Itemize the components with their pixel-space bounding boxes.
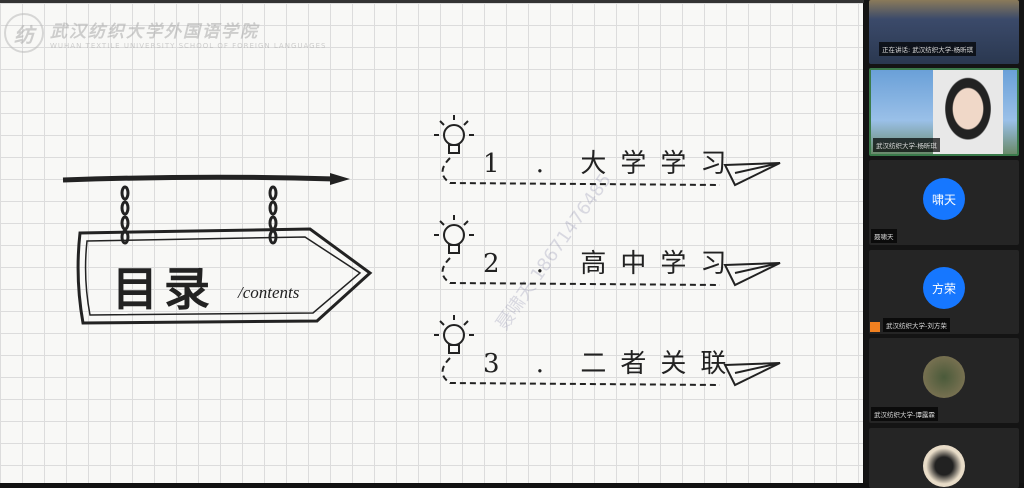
toc-item-1[interactable]: 1 . 大学学习	[430, 113, 790, 193]
signpost-illustration	[62, 173, 373, 325]
participant-name: 聂啸天	[871, 229, 897, 243]
avatar: 方荣	[923, 267, 965, 309]
toc-item-label: 2 . 高中学习	[483, 249, 741, 279]
participant-tile[interactable]: 武汉纺织大学-谭露霖	[869, 338, 1019, 423]
presentation-slide: 纺 武汉纺织大学外国语学院 WUHAN TEXTILE UNIVERSITY S…	[0, 3, 863, 483]
participant-tile[interactable]	[869, 428, 1019, 488]
avatar-photo	[923, 356, 965, 398]
top-bar	[0, 0, 864, 3]
toc-item-label: 1 . 大学学习	[483, 149, 741, 179]
participant-tile[interactable]: 方荣 武汉纺织大学-刘方荣	[869, 250, 1019, 334]
lightbulb-icon	[434, 215, 781, 287]
participant-name: 武汉纺织大学-杨昕琪	[873, 138, 940, 152]
logo-cn-text: 武汉纺织大学外国语学院	[50, 21, 259, 42]
lightbulb-icon	[434, 115, 781, 187]
university-logo: 纺 武汉纺织大学外国语学院 WUHAN TEXTILE UNIVERSITY S…	[4, 13, 326, 53]
participant-name: 武汉纺织大学-刘方荣	[883, 318, 950, 332]
contents-subtitle: /contents	[238, 283, 300, 302]
host-icon	[870, 322, 880, 332]
lightbulb-icon	[434, 315, 781, 387]
contents-title: 目录	[112, 262, 216, 316]
participant-tile-speaker[interactable]: 正在讲话: 武汉纺织大学-杨昕琪	[869, 0, 1019, 64]
participant-tile-video[interactable]: 武汉纺织大学-杨昕琪	[869, 68, 1019, 156]
participant-name: 正在讲话: 武汉纺织大学-杨昕琪	[879, 42, 977, 56]
participant-video	[933, 70, 1003, 154]
participant-tile[interactable]: 啸天 聂啸天	[869, 160, 1019, 245]
avatar-photo	[923, 445, 965, 487]
logo-emblem: 纺	[4, 13, 44, 53]
participant-name: 武汉纺织大学-谭露霖	[871, 407, 938, 421]
avatar: 啸天	[923, 178, 965, 220]
logo-en-text: WUHAN TEXTILE UNIVERSITY SCHOOL OF FOREI…	[50, 41, 327, 50]
participant-panel: 正在讲话: 武汉纺织大学-杨昕琪 武汉纺织大学-杨昕琪 啸天 聂啸天 方荣 武汉…	[864, 0, 1024, 488]
toc-item-label: 3 . 二者关联	[483, 349, 741, 379]
toc-item-2[interactable]: 2 . 高中学习	[430, 213, 790, 293]
toc-item-3[interactable]: 3 . 二者关联	[430, 313, 790, 393]
